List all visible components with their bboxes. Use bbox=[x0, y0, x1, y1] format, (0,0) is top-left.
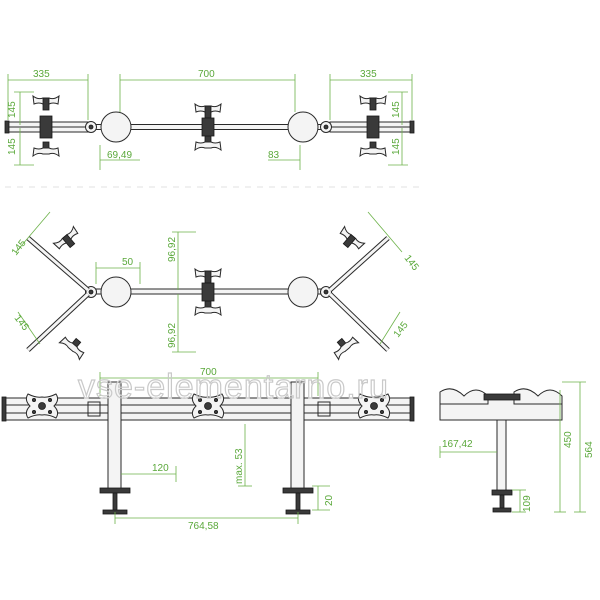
dim-front-post-spacing: 764,58 bbox=[188, 521, 219, 532]
dim-top-center-width: 700 bbox=[198, 69, 215, 80]
front-right-clamp bbox=[282, 487, 314, 515]
dim-top-left-upper: 145 bbox=[7, 101, 18, 118]
dim-angled-center-lower: 96,92 bbox=[167, 323, 178, 348]
dim-front-max-height: max. 53 bbox=[234, 448, 245, 484]
dim-angled-right-lower: 145 bbox=[392, 320, 411, 340]
dim-top-right-lower: 145 bbox=[391, 138, 402, 155]
angled-dimension-lines bbox=[15, 211, 403, 353]
angled-left-post bbox=[100, 276, 132, 308]
side-view: 167,42 450 564 109 bbox=[439, 381, 595, 513]
dim-side-height-450: 450 bbox=[563, 431, 574, 448]
dim-angled-left-lower: 145 bbox=[12, 313, 31, 333]
dim-top-left-offset: 69,49 bbox=[107, 150, 132, 161]
dim-front-clamp-height: 20 bbox=[324, 494, 335, 506]
dim-top-right-upper: 145 bbox=[391, 101, 402, 118]
dim-top-right-width: 335 bbox=[360, 69, 377, 80]
angled-right-post bbox=[287, 276, 319, 308]
front-view: 700 120 max. 53 20 764,58 bbox=[1, 367, 415, 532]
dim-side-depth: 167,42 bbox=[442, 439, 473, 450]
dim-side-height-564: 564 bbox=[584, 441, 595, 458]
side-post bbox=[496, 419, 507, 493]
side-clamp bbox=[491, 489, 513, 513]
top-view: 335 700 335 145 145 145 145 69,49 83 bbox=[4, 69, 415, 170]
top-left-post bbox=[100, 111, 132, 143]
top-right-post bbox=[287, 111, 319, 143]
dim-top-left-width: 335 bbox=[33, 69, 50, 80]
dim-angled-right-upper: 145 bbox=[402, 253, 421, 273]
top-dimension-lines bbox=[7, 74, 413, 170]
front-left-clamp bbox=[99, 487, 131, 515]
watermark: vse-elementarno.ru bbox=[78, 368, 389, 406]
dim-front-bar-width: 700 bbox=[200, 367, 217, 378]
dim-angled-hinge-gap: 50 bbox=[122, 257, 134, 268]
dim-front-post-offset: 120 bbox=[152, 463, 169, 474]
angled-view: 145 145 145 145 50 96,92 96,92 bbox=[10, 211, 421, 360]
front-dimension-lines bbox=[99, 372, 330, 524]
side-dimension-lines bbox=[439, 381, 586, 513]
dim-angled-center-upper: 96,92 bbox=[167, 237, 178, 262]
dim-top-left-lower: 145 bbox=[7, 138, 18, 155]
dim-side-clamp-109: 109 bbox=[522, 495, 533, 512]
dim-top-right-offset: 83 bbox=[268, 150, 280, 161]
